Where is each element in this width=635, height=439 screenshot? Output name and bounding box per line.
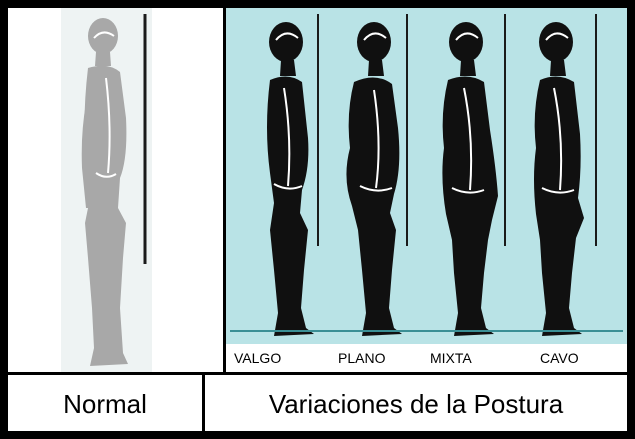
mixta-figure [442,14,506,336]
normal-figure-illustration [81,14,147,366]
normal-body-markings [93,31,117,178]
valgo-figure [267,14,319,336]
caption-normal: Normal [63,389,147,419]
plano-figure [346,14,408,337]
caption-variations-cell: Variaciones de la Postura [205,375,627,431]
normal-posture-panel [8,8,223,372]
posture-variants-illustration [267,14,597,337]
label-plano: PLANO [338,350,386,366]
posture-variants-panel [226,8,627,344]
cavo-figure [534,14,597,336]
normal-body-silhouette [81,18,128,366]
label-mixta: MIXTA [430,350,472,366]
label-valgo: VALGO [234,350,282,366]
caption-normal-cell: Normal [8,375,202,431]
variant-labels-bar: VALGO PLANO MIXTA CAVO [226,344,627,372]
caption-variations: Variaciones de la Postura [268,389,564,419]
label-cavo: CAVO [540,350,579,366]
ground-line [230,330,623,332]
